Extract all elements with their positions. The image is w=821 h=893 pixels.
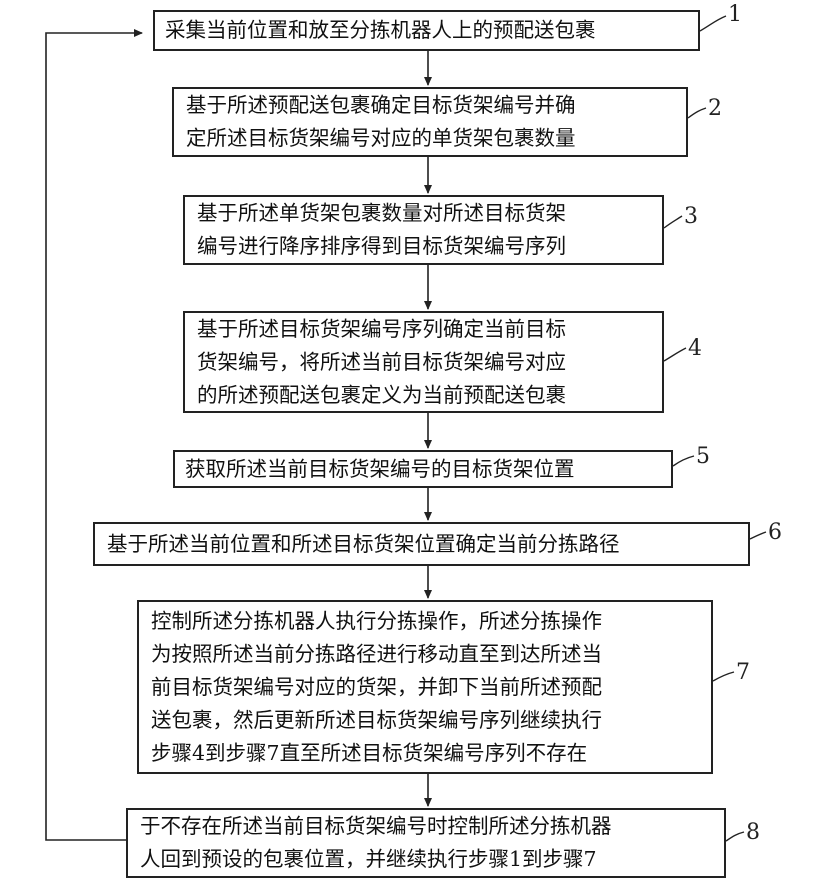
- step-3-line-2: 编号进行降序排序得到目标货架编号序列: [197, 230, 662, 263]
- step-box-5: 获取所述当前目标货架编号的目标货架位置: [173, 450, 673, 488]
- step-8-line-1: 于不存在所述当前目标货架编号时控制所述分拣机器: [140, 810, 724, 843]
- step-6-line-1: 基于所述当前位置和所述目标货架位置确定当前分拣路径: [107, 528, 748, 561]
- step-box-4: 基于所述目标货架编号序列确定当前目标 货架编号，将所述当前目标货架编号对应 的所…: [183, 311, 664, 413]
- step-2-line-1: 基于所述预配送包裹确定目标货架编号并确: [186, 89, 686, 122]
- step-7-line-1: 控制所述分拣机器人执行分拣操作，所述分拣操作: [151, 605, 711, 638]
- step-2-line-2: 定所述目标货架编号对应的单货架包裹数量: [186, 122, 686, 155]
- loop-back-line: [46, 33, 142, 840]
- step-7-line-4: 送包裹，然后更新所述目标货架编号序列继续执行: [151, 704, 711, 737]
- step-5-line-1: 获取所述当前目标货架编号的目标货架位置: [185, 453, 671, 486]
- step-box-2: 基于所述预配送包裹确定目标货架编号并确 定所述目标货架编号对应的单货架包裹数量: [172, 87, 688, 157]
- leader-6: [750, 532, 766, 539]
- step-7-line-2: 为按照所述当前分拣路径进行移动直至到达所述当: [151, 638, 711, 671]
- step-box-8: 于不存在所述当前目标货架编号时控制所述分拣机器 人回到预设的包裹位置，并继续执行…: [126, 808, 726, 878]
- leader-7: [713, 672, 734, 681]
- step-box-3: 基于所述单货架包裹数量对所述目标货架 编号进行降序排序得到目标货架编号序列: [183, 195, 664, 265]
- leader-3: [664, 216, 682, 228]
- leader-8: [726, 832, 744, 841]
- step-3-line-1: 基于所述单货架包裹数量对所述目标货架: [197, 197, 662, 230]
- step-label-5: 5: [696, 444, 710, 469]
- leader-2: [688, 108, 706, 118]
- step-label-1: 1: [728, 2, 742, 27]
- step-label-3: 3: [684, 204, 698, 229]
- leader-4: [664, 348, 686, 361]
- step-label-8: 8: [746, 820, 760, 845]
- step-4-line-2: 货架编号，将所述当前目标货架编号对应: [197, 346, 662, 379]
- step-label-6: 6: [768, 520, 782, 545]
- step-4-line-1: 基于所述目标货架编号序列确定当前目标: [197, 313, 662, 346]
- step-7-line-3: 前目标货架编号对应的货架，并卸下当前所述预配: [151, 671, 711, 704]
- step-box-6: 基于所述当前位置和所述目标货架位置确定当前分拣路径: [93, 522, 750, 566]
- leader-1: [700, 16, 726, 31]
- step-4-line-3: 的所述预配送包裹定义为当前预配送包裹: [197, 379, 662, 412]
- step-label-2: 2: [708, 96, 722, 121]
- step-box-1: 采集当前位置和放至分拣机器人上的预配送包裹: [153, 10, 700, 51]
- step-1-line-1: 采集当前位置和放至分拣机器人上的预配送包裹: [165, 14, 698, 47]
- step-label-7: 7: [736, 660, 750, 685]
- step-8-line-2: 人回到预设的包裹位置，并继续执行步骤1到步骤7: [140, 843, 724, 876]
- step-label-4: 4: [688, 336, 702, 361]
- step-7-line-5: 步骤4到步骤7直至所述目标货架编号序列不存在: [151, 737, 711, 770]
- step-box-7: 控制所述分拣机器人执行分拣操作，所述分拣操作 为按照所述当前分拣路径进行移动直至…: [137, 600, 713, 774]
- leader-5: [673, 456, 694, 466]
